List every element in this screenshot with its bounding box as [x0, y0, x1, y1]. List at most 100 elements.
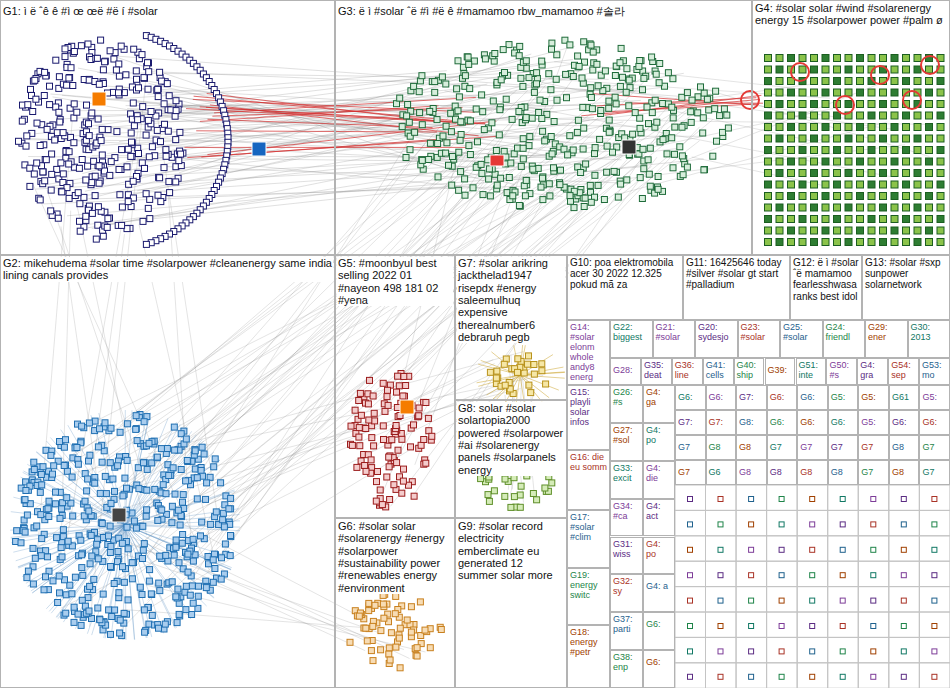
vertex-square [116, 61, 122, 67]
vertex-square [534, 81, 540, 87]
edge-line [210, 105, 479, 136]
vertex-square [412, 129, 418, 135]
vertex-square [811, 66, 818, 73]
vertex-square [145, 117, 151, 123]
vertex-square [161, 165, 167, 171]
vertex-square [141, 459, 147, 465]
vertex-square [46, 505, 52, 511]
vertex-square [592, 172, 598, 178]
vertex-square [129, 140, 135, 146]
vertex-square [456, 94, 462, 100]
vertex-square [423, 460, 429, 466]
vertex-square [47, 83, 53, 89]
vertex-square [880, 227, 887, 234]
edge-line [56, 525, 125, 617]
vertex-square [74, 445, 80, 451]
vertex-square [172, 447, 178, 453]
vertex-square [834, 89, 841, 96]
vertex-square [218, 576, 224, 582]
vertex-square [581, 204, 587, 210]
edge-line [78, 135, 526, 579]
vertex-square [765, 66, 772, 73]
vertex-square [368, 457, 374, 463]
edge-line [192, 111, 689, 538]
vertex-square [937, 124, 944, 131]
vertex-square [857, 239, 864, 246]
vertex-square [612, 73, 618, 79]
vertex-square [765, 227, 772, 234]
vertex-square [604, 143, 610, 149]
vertex-square [834, 227, 841, 234]
edge-line [87, 130, 683, 602]
vertex-square [725, 125, 731, 131]
vertex-square [765, 170, 772, 177]
vertex-square [400, 393, 406, 399]
vertex-square [557, 182, 563, 188]
vertex-square [85, 163, 91, 169]
vertex-square [71, 101, 77, 107]
vertex-square [100, 67, 106, 73]
vertex-square [937, 101, 944, 108]
vertex-square [394, 389, 400, 395]
vertex-square [24, 575, 30, 581]
vertex-square [450, 154, 456, 160]
vertex-square [490, 98, 496, 104]
vertex-square [880, 239, 887, 246]
vertex-square [449, 182, 455, 188]
vertex-square [679, 94, 685, 100]
vertex-square [146, 621, 152, 627]
vertex-square [356, 434, 362, 440]
vertex-square [120, 493, 126, 499]
vertex-square [56, 573, 62, 579]
vertex-square [811, 112, 818, 119]
vertex-square [71, 49, 77, 55]
vertex-square [672, 151, 678, 157]
vertex-square [50, 578, 56, 584]
vertex-square [845, 89, 852, 96]
vertex-square [595, 83, 601, 89]
vertex-square [124, 457, 130, 463]
vertex-square [356, 425, 362, 431]
vertex-square [124, 524, 130, 530]
vertex-square [154, 87, 160, 93]
vertex-square [173, 108, 179, 114]
vertex-square [87, 452, 93, 458]
vertex-square [31, 171, 37, 177]
edge-line [28, 525, 125, 587]
vertex-square [834, 124, 841, 131]
vertex-square [721, 106, 727, 112]
vertex-square [531, 89, 537, 95]
vertex-square [564, 95, 570, 101]
vertex-square [218, 480, 224, 486]
vertex-square [96, 180, 102, 186]
vertex-square [504, 190, 510, 196]
vertex-square [146, 154, 152, 160]
vertex-square [926, 66, 933, 73]
vertex-square [63, 610, 69, 616]
vertex-square [724, 112, 730, 118]
edge-line [670, 77, 898, 167]
vertex-square [702, 167, 708, 173]
vertex-square [371, 410, 377, 416]
vertex-square [97, 490, 103, 496]
vertex-square [822, 55, 829, 62]
vertex-square [96, 81, 102, 87]
vertex-square [158, 446, 164, 452]
vertex-square [588, 85, 594, 91]
vertex-square [799, 170, 806, 177]
profile-icon [92, 92, 106, 106]
vertex-square [76, 165, 82, 171]
vertex-square [765, 124, 772, 131]
vertex-square [926, 89, 933, 96]
vertex-square [799, 239, 806, 246]
vertex-square [508, 160, 514, 166]
vertex-square [522, 193, 528, 199]
vertex-square [845, 124, 852, 131]
vertex-square [119, 540, 125, 546]
vertex-square [53, 57, 59, 63]
vertex-square [581, 125, 587, 131]
vertex-square [221, 524, 227, 530]
vertex-square [595, 182, 601, 188]
vertex-square [857, 216, 864, 223]
vertex-square [891, 147, 898, 154]
